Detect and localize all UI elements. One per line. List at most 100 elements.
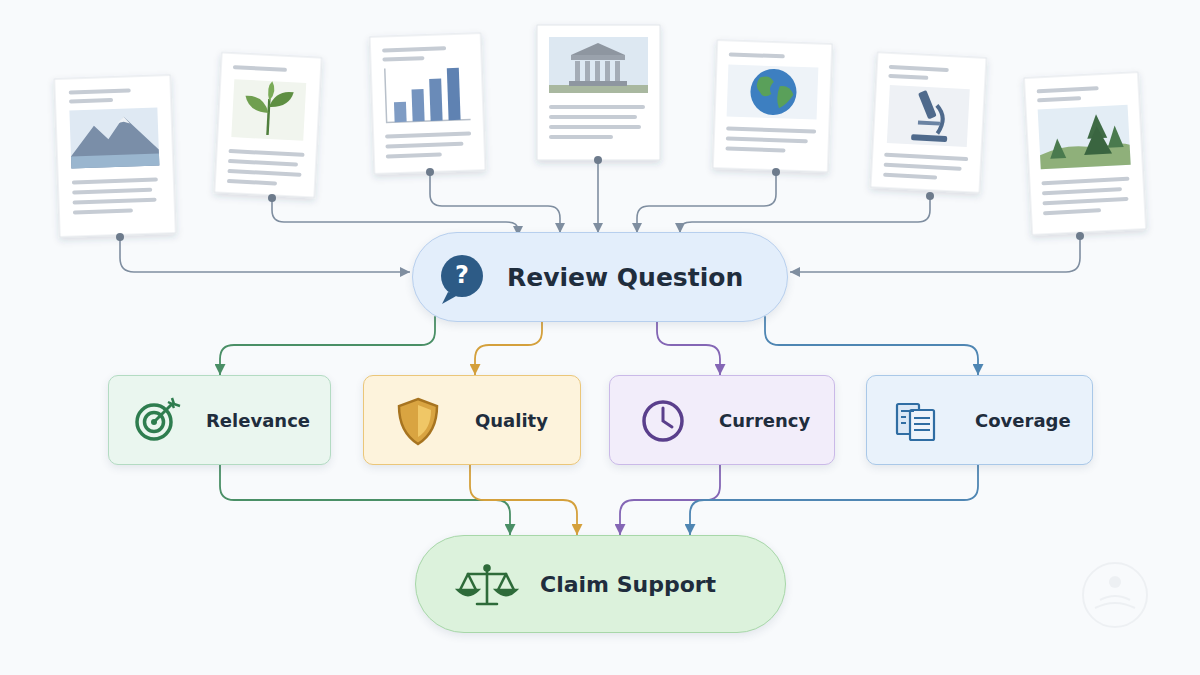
plant-stem xyxy=(267,99,269,135)
source-wire xyxy=(680,196,930,233)
picture-background xyxy=(231,79,306,141)
document-lines xyxy=(901,411,930,430)
text-line xyxy=(227,179,277,186)
text-line xyxy=(228,149,304,157)
text-line xyxy=(729,52,785,58)
text-line xyxy=(1037,96,1081,102)
chart-bar xyxy=(394,102,407,122)
target-bullseye xyxy=(151,419,157,425)
plant-leaf xyxy=(268,81,275,101)
text-line xyxy=(888,74,928,80)
source-wire xyxy=(120,237,410,272)
text-line xyxy=(549,115,637,119)
document-back xyxy=(897,404,919,434)
microscope-tube xyxy=(918,90,937,119)
building-column xyxy=(615,61,620,81)
picture-lake xyxy=(71,153,159,168)
clock-face xyxy=(644,402,682,440)
process-box: Quality xyxy=(363,375,581,465)
target-ring xyxy=(137,405,171,439)
building-column xyxy=(595,61,600,81)
text-line xyxy=(69,88,131,94)
page-sheet xyxy=(1024,72,1146,235)
text-line xyxy=(1037,86,1099,93)
text-line xyxy=(884,153,968,161)
chart-bar xyxy=(429,78,442,120)
picture-background xyxy=(727,64,819,119)
document-thumbnail xyxy=(370,33,486,174)
watermark-book xyxy=(1095,596,1135,608)
text-line xyxy=(72,188,152,195)
shield-icon xyxy=(399,399,437,444)
target-arrow xyxy=(154,404,172,422)
text-line xyxy=(73,198,157,205)
document-thumbnail xyxy=(54,75,175,237)
target-icon xyxy=(137,398,180,439)
document-front xyxy=(910,410,934,440)
text-line xyxy=(386,153,442,159)
picture-background xyxy=(887,85,970,147)
wire-dot xyxy=(1076,232,1084,240)
text-line xyxy=(72,178,158,185)
document-thumbnail xyxy=(713,40,832,172)
text-line xyxy=(233,65,287,72)
text-line xyxy=(382,56,424,61)
text-line xyxy=(69,98,113,104)
building-base xyxy=(569,81,627,86)
plant-leaf xyxy=(245,96,270,113)
process-box: Coverage xyxy=(866,375,1093,465)
microscope-base xyxy=(911,134,947,142)
flow-arrow xyxy=(220,465,510,535)
building-column xyxy=(585,61,590,81)
text-line xyxy=(1043,208,1101,215)
node-label: Claim Support xyxy=(540,572,716,597)
flow-arrow xyxy=(765,316,978,375)
shield-outer xyxy=(399,399,437,444)
question-bubble-icon xyxy=(441,255,483,304)
text-line xyxy=(549,125,641,129)
scales-pans xyxy=(458,590,516,595)
icon-glyph: ? xyxy=(455,263,469,287)
building-beam xyxy=(571,55,625,60)
flow-arrow xyxy=(475,322,542,375)
target-fletching xyxy=(168,398,180,408)
bubble-circle xyxy=(441,255,483,297)
text-line xyxy=(1042,187,1122,195)
microscope-stage xyxy=(918,120,940,125)
text-line xyxy=(228,159,298,167)
text-line xyxy=(725,146,785,152)
text-line xyxy=(889,65,949,72)
flow-arrow xyxy=(220,316,435,375)
clock-icon xyxy=(644,402,682,440)
watermark-head xyxy=(1109,576,1121,588)
text-line xyxy=(385,142,463,149)
process-box: Currency xyxy=(609,375,835,465)
building-column xyxy=(575,61,580,81)
text-line xyxy=(385,131,471,138)
page-sheet xyxy=(214,52,321,197)
document-thumbnail xyxy=(537,25,660,160)
target-ring xyxy=(145,413,164,432)
source-wire xyxy=(430,172,560,233)
shield-highlight xyxy=(418,405,431,437)
source-wire xyxy=(790,236,1080,272)
picture-sky xyxy=(69,107,159,168)
document-thumbnail xyxy=(214,52,321,197)
microscope-arm xyxy=(935,105,943,133)
building-roof xyxy=(571,43,625,55)
flow-arrow xyxy=(690,465,978,535)
wire-dot xyxy=(426,168,434,176)
documents-icon xyxy=(897,404,934,440)
wire-dot xyxy=(772,168,780,176)
node-label: Coverage xyxy=(975,410,1071,431)
process-box: Relevance xyxy=(108,375,331,465)
building-column xyxy=(605,61,610,81)
source-wire xyxy=(272,198,518,236)
text-line xyxy=(549,135,613,139)
text-line xyxy=(1041,177,1129,186)
text-line xyxy=(726,126,816,133)
text-line xyxy=(73,208,133,214)
text-line xyxy=(382,46,446,52)
